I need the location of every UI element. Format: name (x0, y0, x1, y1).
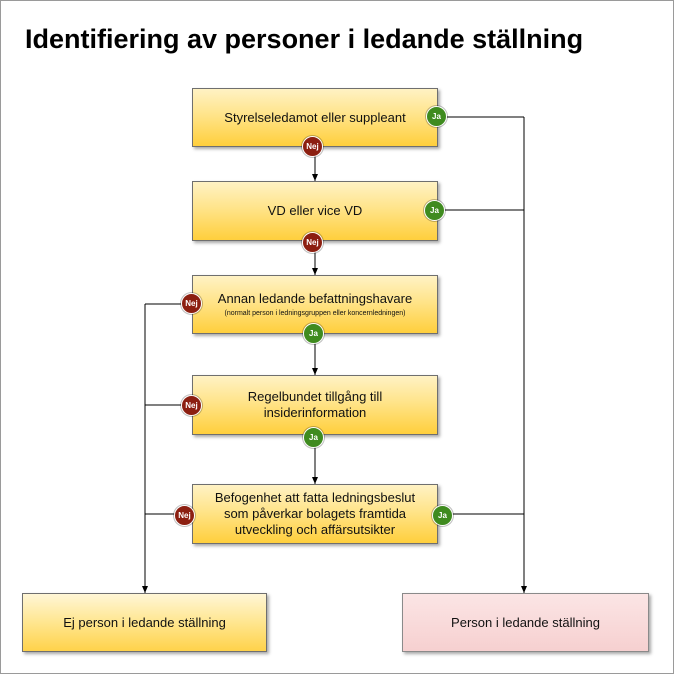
step-box-decision-authority: Befogenhet att fatta ledningsbeslut som … (192, 484, 438, 544)
no-badge-step5: Nej (174, 505, 195, 526)
step-box-ceo: VD eller vice VD (192, 181, 438, 241)
yes-badge-step1: Ja (426, 106, 447, 127)
yes-badge-step3: Ja (303, 323, 324, 344)
yes-badge-step5: Ja (432, 505, 453, 526)
outcome-not-person: Ej person i ledande ställning (22, 593, 267, 652)
step-sublabel: (normalt person i ledningsgruppen eller … (224, 310, 406, 317)
outcome-label: Ej person i ledande ställning (63, 614, 226, 630)
outcome-person: Person i ledande ställning (402, 593, 649, 652)
outcome-label: Person i ledande ställning (451, 614, 600, 630)
step-label: Styrelseledamot eller suppleant (224, 109, 406, 125)
step-label: Regelbundet tillgång till insiderinforma… (247, 389, 383, 420)
diagram-title: Identifiering av personer i ledande stäl… (25, 24, 584, 54)
step-label: VD eller vice VD (267, 203, 363, 218)
no-badge-step1: Nej (302, 136, 323, 157)
yes-badge-step2: Ja (424, 200, 445, 221)
no-badge-step2: Nej (302, 232, 323, 253)
no-badge-step3: Nej (181, 293, 202, 314)
step-label: Annan ledande befattningshavare (217, 291, 413, 306)
step-box-insider-access: Regelbundet tillgång till insiderinforma… (192, 375, 438, 435)
no-badge-step4: Nej (181, 395, 202, 416)
yes-badge-step4: Ja (303, 427, 324, 448)
step-label: Befogenhet att fatta ledningsbeslut som … (214, 490, 416, 537)
